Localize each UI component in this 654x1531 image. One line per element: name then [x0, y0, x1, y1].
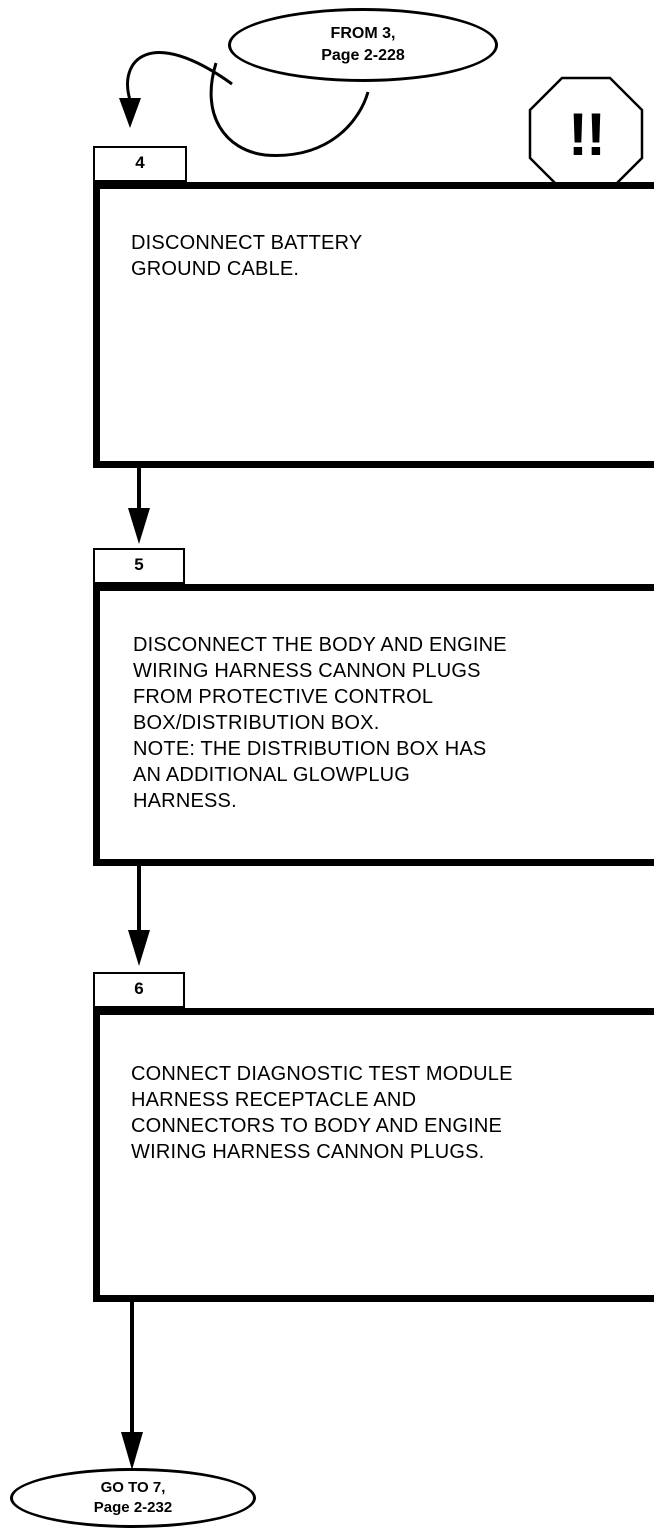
step-4-number: 4 — [93, 146, 187, 182]
from-connector-line2: Page 2-228 — [321, 47, 405, 64]
to-connector-line1: GO TO 7, — [100, 1479, 166, 1496]
step-6-line: WIRING HARNESS CANNON PLUGS. — [131, 1141, 485, 1163]
step-6-line: HARNESS RECEPTACLE AND — [131, 1089, 417, 1111]
from-connector-line1: FROM 3, — [330, 25, 396, 42]
step-5-box — [93, 584, 654, 866]
arrowhead-to-end — [121, 1432, 143, 1470]
step-6-number: 6 — [93, 972, 185, 1008]
step-4-line: DISCONNECT BATTERY — [131, 232, 363, 254]
to-connector-line2: Page 2-232 — [93, 1499, 173, 1516]
loop-connector-return — [209, 62, 370, 157]
step-5-line: DISCONNECT THE BODY AND ENGINE — [133, 634, 507, 656]
step-5-line: NOTE: THE DISTRIBUTION BOX HAS — [133, 738, 487, 760]
step-4-line: GROUND CABLE. — [131, 258, 300, 280]
step-6-box — [93, 1008, 654, 1302]
warning-label: !! — [568, 100, 606, 168]
arrowhead-to-step-6 — [128, 930, 150, 966]
step-5-line: AN ADDITIONAL GLOWPLUG — [133, 764, 411, 786]
step-4-box — [93, 182, 654, 468]
step-5-number: 5 — [93, 548, 185, 584]
step-6-line: CONNECT DIAGNOSTIC TEST MODULE — [131, 1063, 513, 1085]
loop-connector — [126, 51, 233, 101]
arrowhead-to-step-5 — [128, 508, 150, 544]
step-5-text: DISCONNECT THE BODY AND ENGINE WIRING HA… — [133, 632, 507, 814]
to-connector: GO TO 7, Page 2-232 — [10, 1468, 256, 1528]
step-5-line: FROM PROTECTIVE CONTROL — [133, 686, 434, 708]
step-6-text: CONNECT DIAGNOSTIC TEST MODULE HARNESS R… — [131, 1061, 513, 1165]
step-5-line: WIRING HARNESS CANNON PLUGS — [133, 660, 481, 682]
from-connector: FROM 3, Page 2-228 — [228, 8, 498, 82]
step-4-text: DISCONNECT BATTERY GROUND CABLE. — [131, 230, 362, 282]
step-5-line: BOX/DISTRIBUTION BOX. — [133, 712, 380, 734]
step-6-line: CONNECTORS TO BODY AND ENGINE — [131, 1115, 503, 1137]
step-5-line: HARNESS. — [133, 790, 237, 812]
arrowhead-to-step-4 — [119, 98, 141, 128]
